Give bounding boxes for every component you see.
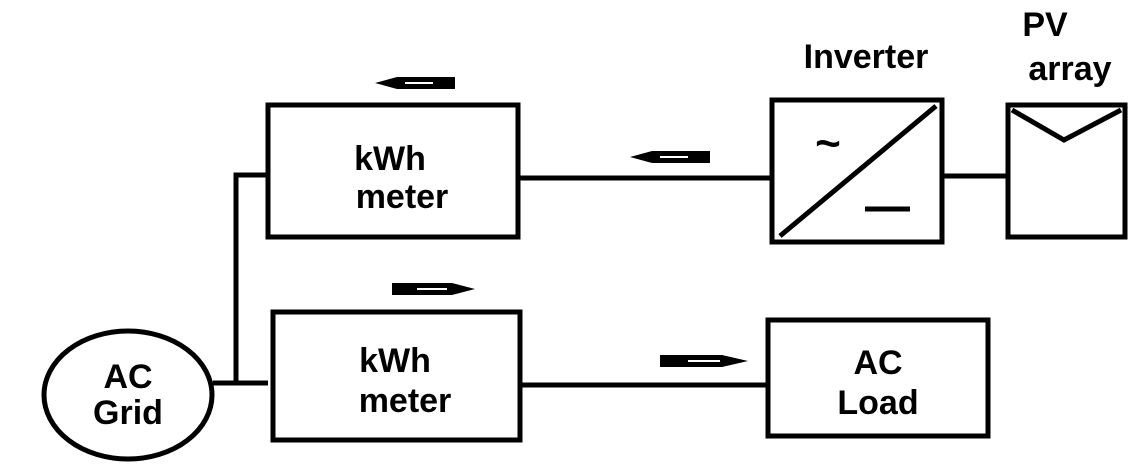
flow-arrows bbox=[375, 77, 748, 367]
arrow-icon bbox=[392, 283, 475, 295]
pv-title-2: array bbox=[1028, 50, 1111, 88]
meter-bottom-label-2: meter bbox=[359, 382, 452, 420]
kwh-meter-top-box bbox=[265, 102, 521, 240]
ac-grid-node bbox=[41, 328, 215, 462]
arrow-icon bbox=[375, 77, 455, 89]
meter-top-label-2: meter bbox=[356, 178, 449, 216]
pv-array-box bbox=[1005, 102, 1128, 240]
pv-title-1: PV bbox=[1022, 6, 1068, 44]
inverter-title: Inverter bbox=[804, 38, 929, 76]
wire-bus bbox=[233, 172, 268, 383]
inverter-box bbox=[769, 97, 945, 245]
ac-load-label-1: AC bbox=[853, 344, 902, 382]
ac-symbol: ~ bbox=[815, 119, 841, 168]
pv-panel-symbol bbox=[1010, 107, 1123, 143]
ac-grid-label-2: Grid bbox=[93, 394, 163, 432]
ac-grid-label-1: AC bbox=[103, 358, 152, 396]
meter-bottom-label-1: kWh bbox=[359, 342, 431, 380]
ac-load-box bbox=[765, 317, 991, 439]
arrow-icon bbox=[630, 151, 710, 163]
kwh-meter-bottom-box bbox=[270, 309, 523, 443]
inverter-diagonal bbox=[778, 104, 938, 238]
ac-load-label-2: Load bbox=[837, 384, 918, 422]
arrow-icon bbox=[660, 355, 748, 367]
meter-top-label-1: kWh bbox=[354, 140, 426, 178]
